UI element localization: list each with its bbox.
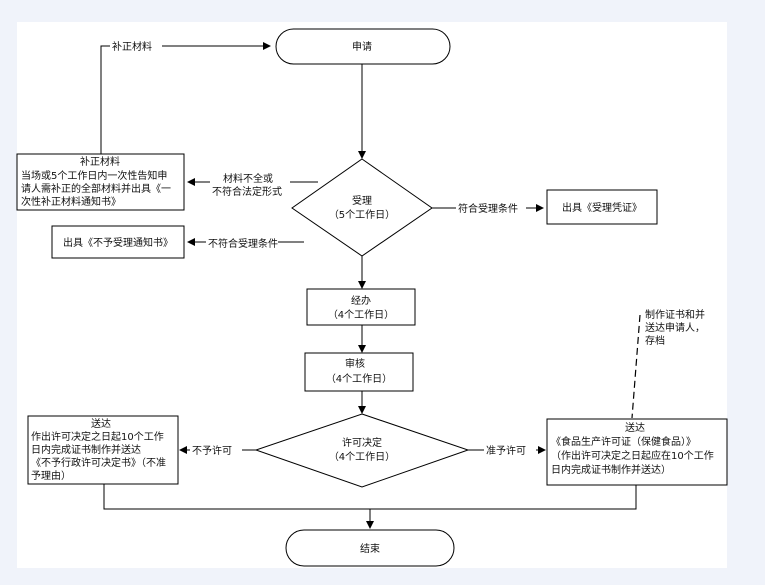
node-accept <box>291 158 433 257</box>
node-receipt-label: 出具《受理凭证》 <box>562 201 642 214</box>
node-supplement-title: 补正材料 <box>80 155 120 168</box>
node-deliver-grant-line-2: （作出许可决定之日起应在10个工作 <box>551 449 714 462</box>
node-deliver-deny-line-2: 日内完成证书制作并送达 <box>31 443 141 456</box>
node-supplement <box>16 153 185 211</box>
node-deliver-deny-line-3: 《不予行政许可决定书》（不准 <box>31 456 166 469</box>
archive-note-line-2: 送达申请人， <box>645 321 705 334</box>
edge-label-incomplete-1: 材料不全或 <box>223 172 273 185</box>
node-decision <box>254 413 470 488</box>
node-apply <box>275 28 451 65</box>
node-review-title: 审核 <box>345 357 365 370</box>
node-reject-notice-label: 出具《不予受理通知书》 <box>63 236 173 249</box>
node-deliver-deny <box>27 415 179 485</box>
node-reject-notice <box>51 225 185 259</box>
node-accept-days: （5个工作日） <box>329 209 395 221</box>
node-receipt <box>546 189 658 225</box>
edge-label-not-meets: 不符合受理条件 <box>208 237 278 250</box>
node-accept-title: 受理 <box>352 195 372 207</box>
edge-label-supplement-loop: 补正材料 <box>112 40 152 53</box>
node-deliver-deny-title: 送达 <box>91 417 111 430</box>
node-deliver-grant-title: 送达 <box>625 421 645 434</box>
node-review <box>304 352 414 392</box>
node-apply-label: 申请 <box>352 40 372 53</box>
node-deliver-grant-line-3: 日内完成证书制作并送达） <box>551 463 671 476</box>
node-deliver-deny-line-4: 予理由） <box>31 469 71 482</box>
node-decision-title: 许可决定 <box>342 436 382 449</box>
node-review-days: （4个工作日） <box>326 373 392 385</box>
edge-label-meets: 符合受理条件 <box>458 202 518 215</box>
node-deliver-deny-line-1: 作出许可决定之日起10个工作 <box>31 430 164 443</box>
node-handle <box>306 288 416 326</box>
edge-label-deny: 不予许可 <box>192 445 232 457</box>
archive-dashed-line <box>631 314 641 419</box>
node-deliver-grant-line-1: 《食品生产许可证（保健食品）》 <box>551 435 696 448</box>
node-supplement-line-3: 次性补正材料通知书》 <box>21 195 121 208</box>
node-supplement-line-1: 当场或5个工作日内一次性告知申 <box>21 169 167 182</box>
archive-note-line-3: 存档 <box>645 334 665 347</box>
edge-label-incomplete-2: 不符合法定形式 <box>212 185 282 198</box>
node-end <box>285 529 455 567</box>
node-decision-days: （4个工作日） <box>329 451 395 463</box>
node-end-label: 结束 <box>360 542 380 555</box>
edge-supplement-loop <box>100 42 271 154</box>
node-supplement-line-2: 请人需补正的全部材料并出具《一 <box>21 182 171 195</box>
edge-deny-merge <box>103 484 637 510</box>
edge-label-grant: 准予许可 <box>486 445 526 457</box>
node-handle-title: 经办 <box>351 294 371 307</box>
node-deliver-grant <box>546 418 728 486</box>
archive-note-line-1: 制作证书和并 <box>645 308 705 321</box>
node-handle-days: （4个工作日） <box>328 309 394 321</box>
